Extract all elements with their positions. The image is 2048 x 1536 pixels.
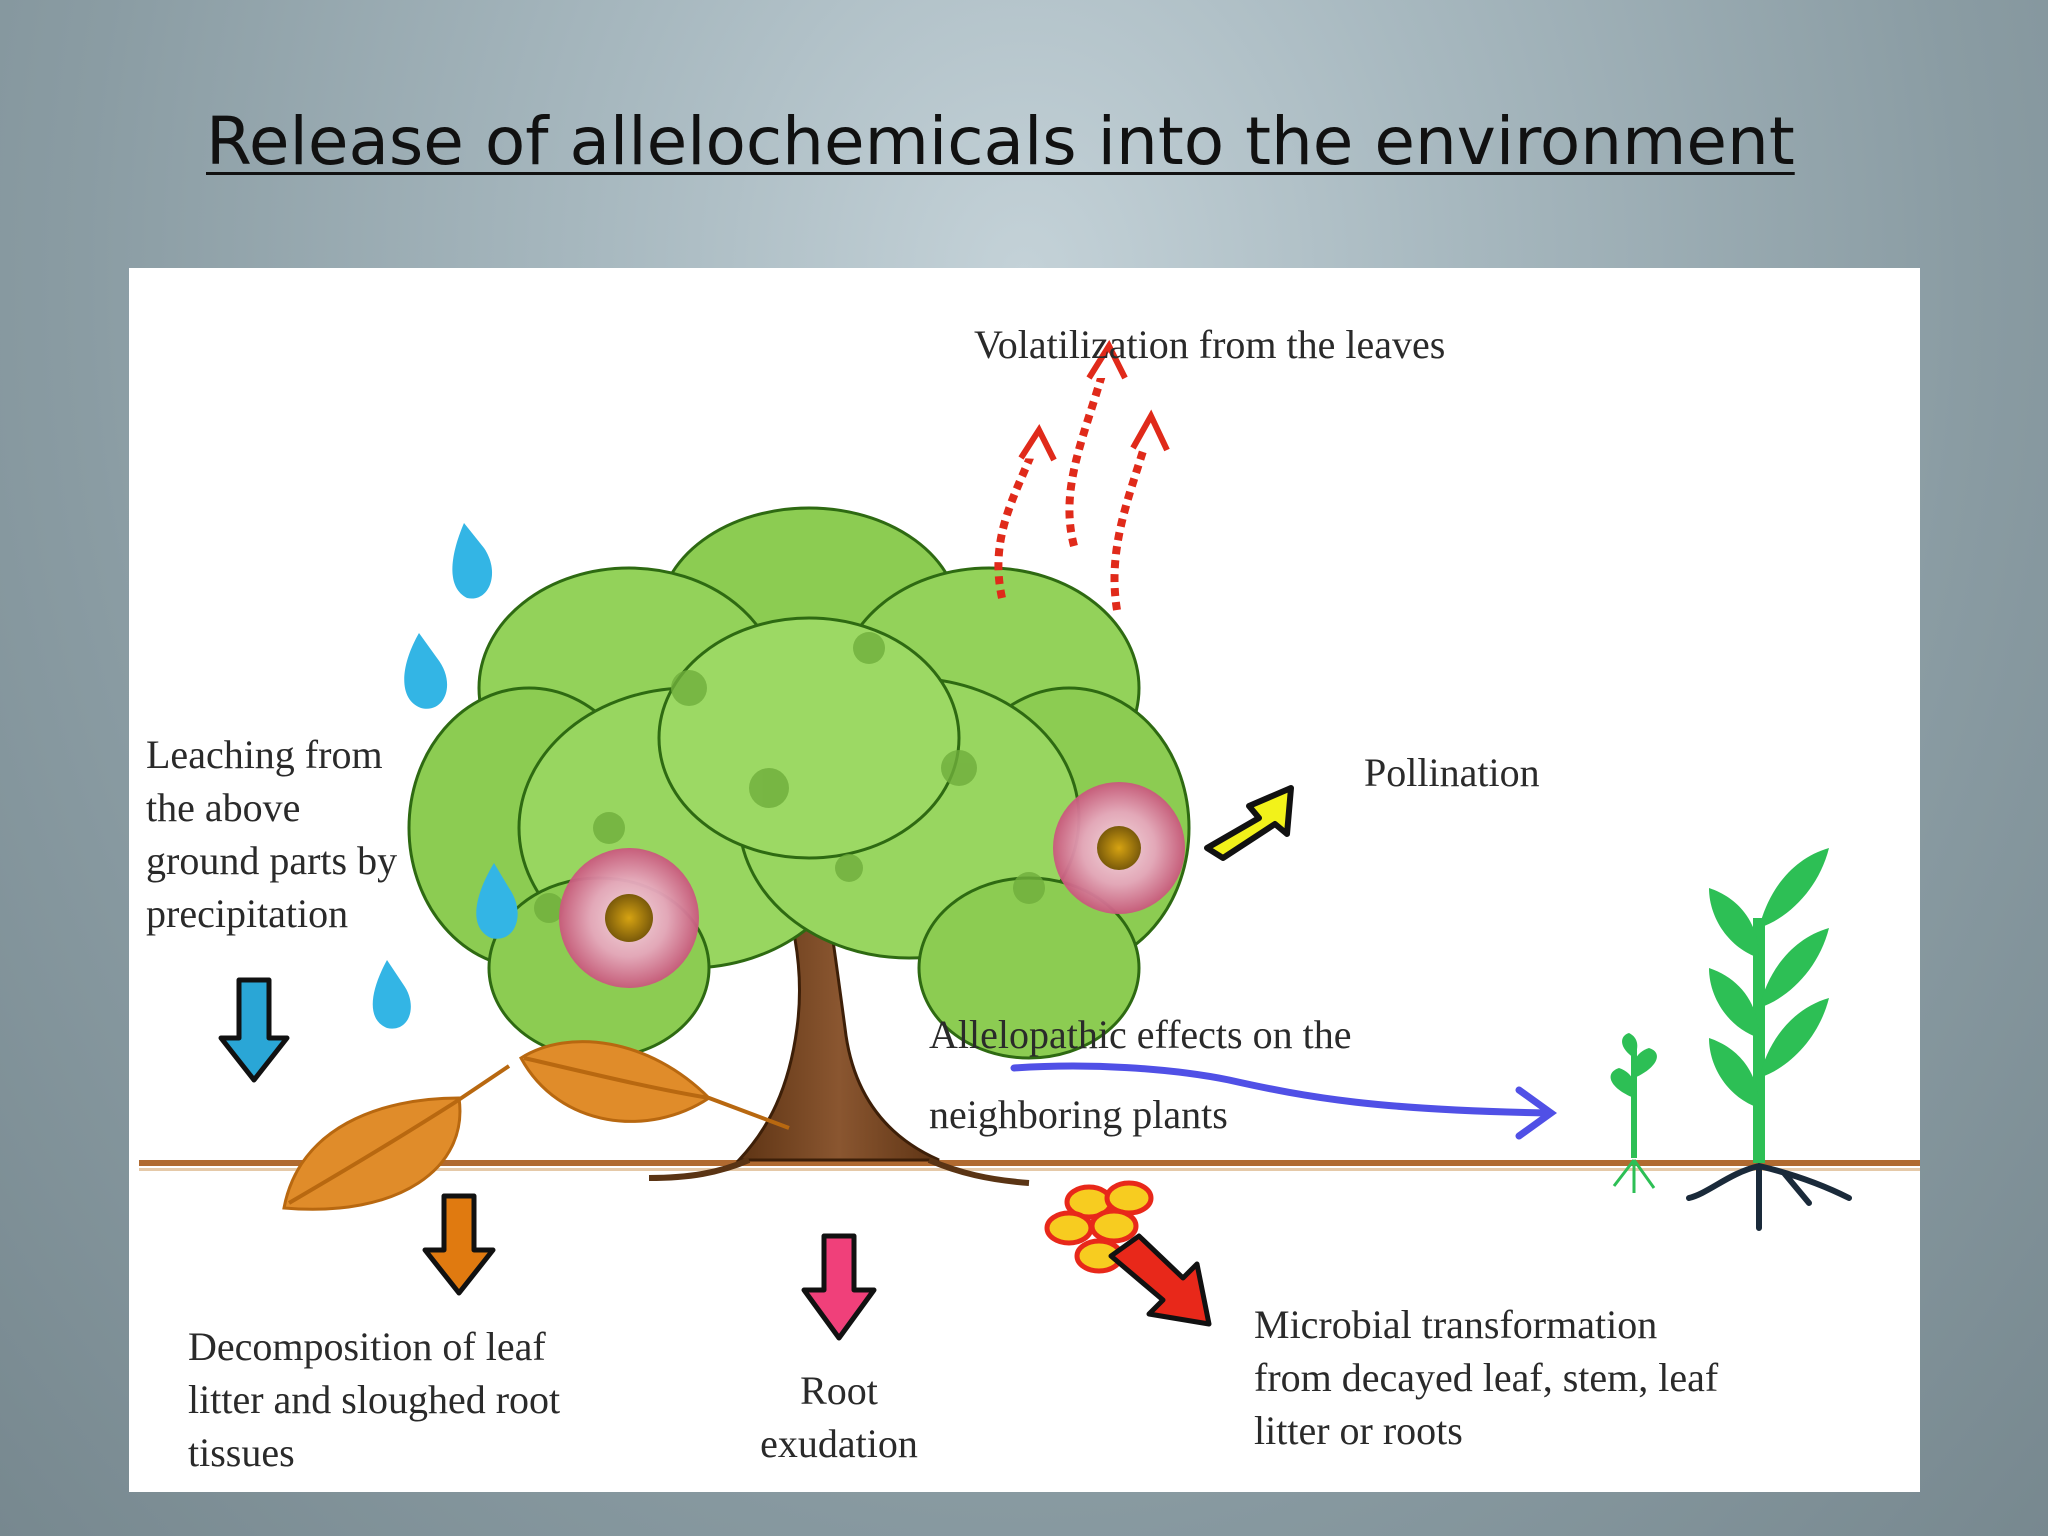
leaching-label-line: precipitation — [146, 891, 349, 936]
leaching-label-line: the above — [146, 785, 301, 830]
microbial-label: Microbial transformation from decayed le… — [1254, 1298, 1718, 1457]
root-exudation-label: Root exudation — [739, 1364, 939, 1470]
raindrop-icons — [372, 523, 518, 1029]
volatilization-arrows — [994, 366, 1151, 611]
microbial-label-line: litter or roots — [1254, 1408, 1463, 1453]
small-seedling — [1610, 1033, 1657, 1193]
ground-line — [139, 1160, 1920, 1171]
tall-seedling — [1686, 848, 1852, 1231]
leaching-arrow — [218, 977, 290, 1083]
fallen-leaf-right — [519, 1040, 790, 1130]
microbial-arrow — [1108, 1233, 1212, 1327]
slide-title: Release of allelochemicals into the envi… — [206, 103, 1795, 180]
decomposition-label-line: tissues — [188, 1430, 295, 1475]
flower-left — [559, 848, 699, 988]
flower-right — [1053, 782, 1185, 914]
allelopathic-arrow — [1010, 1062, 1557, 1140]
pollination-arrow — [1204, 785, 1294, 861]
decomposition-label-line: litter and sloughed root — [188, 1377, 561, 1422]
canopy-texture — [534, 632, 1045, 923]
fallen-leaf-left — [282, 1064, 511, 1211]
leaching-label: Leaching from the above ground parts by … — [146, 728, 397, 940]
microbial-label-line: Microbial transformation — [1254, 1302, 1658, 1347]
decomposition-label: Decomposition of leaf litter and sloughe… — [188, 1320, 560, 1479]
volatilization-label: Volatilization from the leaves — [974, 322, 1446, 367]
root-exudation-label-line: Root — [800, 1368, 878, 1413]
decomposition-arrow — [422, 1193, 496, 1296]
root-exudation-arrow — [801, 1233, 877, 1341]
decomposition-label-line: Decomposition of leaf — [188, 1324, 546, 1369]
allelochemicals-diagram — [139, 339, 1920, 1341]
allelopathic-label-line1: Allelopathic effects on the — [929, 1012, 1352, 1057]
allelopathic-label-line2: neighboring plants — [929, 1092, 1228, 1137]
leaching-label-line: ground parts by — [146, 838, 398, 883]
diagram-panel: Volatilization from the leaves Pollinati… — [129, 268, 1920, 1492]
volatilization-arrowheads — [1018, 339, 1170, 462]
leaching-label-line: Leaching from — [146, 732, 383, 777]
microbe-cluster — [1044, 1180, 1154, 1274]
pollination-label: Pollination — [1364, 750, 1540, 795]
microbial-label-line: from decayed leaf, stem, leaf — [1254, 1355, 1719, 1400]
root-exudation-label-line: exudation — [760, 1421, 918, 1466]
